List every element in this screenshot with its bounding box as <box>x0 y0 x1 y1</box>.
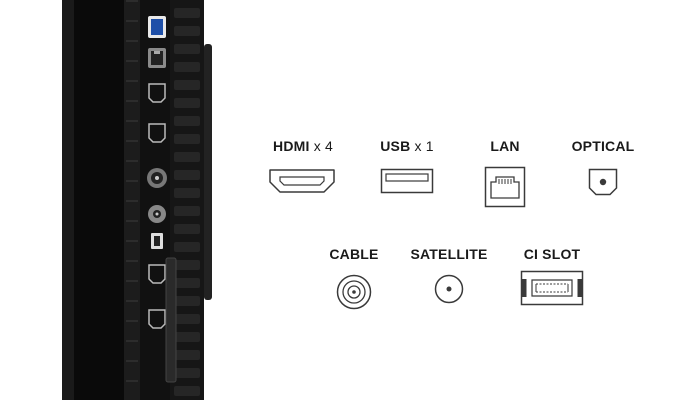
hdmi-port-icon <box>269 169 335 193</box>
ci-slot-label: CI SLOT <box>523 246 581 262</box>
lan-label: LAN <box>490 138 520 154</box>
tv-side-illustration <box>62 0 212 400</box>
coaxial-port-icon <box>336 274 372 310</box>
lan-port-icon <box>484 166 526 208</box>
ci-slot-icon <box>520 270 584 306</box>
tv-side-panel <box>62 0 212 400</box>
satellite-port-icon <box>434 274 464 304</box>
hdmi-label: HDMI x 4 <box>273 138 333 154</box>
optical-port-icon <box>588 168 618 196</box>
cable-label: CABLE <box>329 246 379 262</box>
usb-port-icon <box>380 168 434 194</box>
satellite-label: SATELLITE <box>410 246 488 262</box>
usb-label: USB x 1 <box>380 138 434 154</box>
optical-label: OPTICAL <box>571 138 635 154</box>
tv-usb-port <box>148 16 166 38</box>
